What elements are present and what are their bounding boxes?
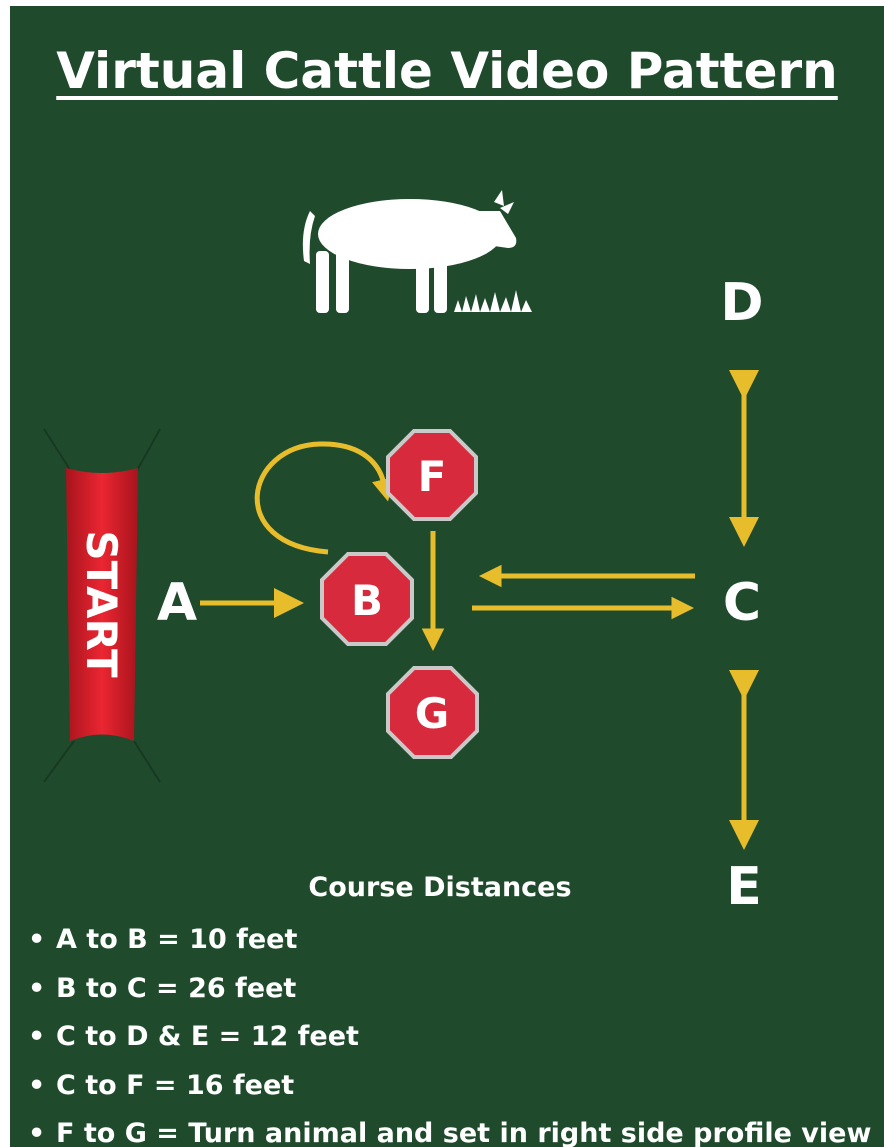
stop-sign-b: B xyxy=(320,552,414,646)
point-b-label: B xyxy=(351,576,383,625)
list-item: • B to C = 26 feet xyxy=(28,965,871,1014)
stop-sign-g: G xyxy=(386,666,479,759)
arrow-b-loop-to-f xyxy=(254,441,394,555)
page-title: Virtual Cattle Video Pattern xyxy=(56,42,838,100)
start-banner-label: START xyxy=(77,530,126,678)
distance-text: B to C = 26 feet xyxy=(56,972,297,1004)
point-a-label: A xyxy=(157,573,197,633)
list-item: • C to D & E = 12 feet xyxy=(28,1013,871,1062)
distance-text: C to F = 16 feet xyxy=(56,1069,295,1101)
cow-icon xyxy=(302,190,517,313)
start-banner: START xyxy=(43,428,161,783)
point-g-label: G xyxy=(415,689,449,738)
distances-list: • A to B = 10 feet • B to C = 26 feet • C t… xyxy=(28,916,871,1147)
stop-sign-f: F xyxy=(386,429,478,521)
bullet: • xyxy=(28,972,46,1004)
list-item: • F to G = Turn animal and set in right s… xyxy=(28,1110,871,1147)
bullet: • xyxy=(28,1118,46,1147)
point-d-label: D xyxy=(720,273,763,333)
bullet: • xyxy=(28,924,46,955)
list-item: • A to B = 10 feet xyxy=(28,916,871,965)
distance-text: C to D & E = 12 feet xyxy=(56,1021,359,1052)
point-c-label: C xyxy=(723,573,761,633)
path-arrows xyxy=(200,370,759,850)
distance-text: F to G = Turn animal and set in right si… xyxy=(56,1118,872,1147)
bullet: • xyxy=(28,1021,46,1052)
point-e-label: E xyxy=(726,857,762,917)
grass-icon xyxy=(454,290,532,312)
point-f-label: F xyxy=(418,452,447,501)
distances-heading: Course Distances xyxy=(308,872,572,903)
pattern-board: Virtual Cattle Video Pattern xyxy=(10,6,884,1147)
list-item: • C to F = 16 feet xyxy=(28,1062,871,1111)
distance-text: A to B = 10 feet xyxy=(56,924,298,955)
course-diagram: START F B G A C D E xyxy=(43,190,764,917)
bullet: • xyxy=(28,1069,46,1101)
